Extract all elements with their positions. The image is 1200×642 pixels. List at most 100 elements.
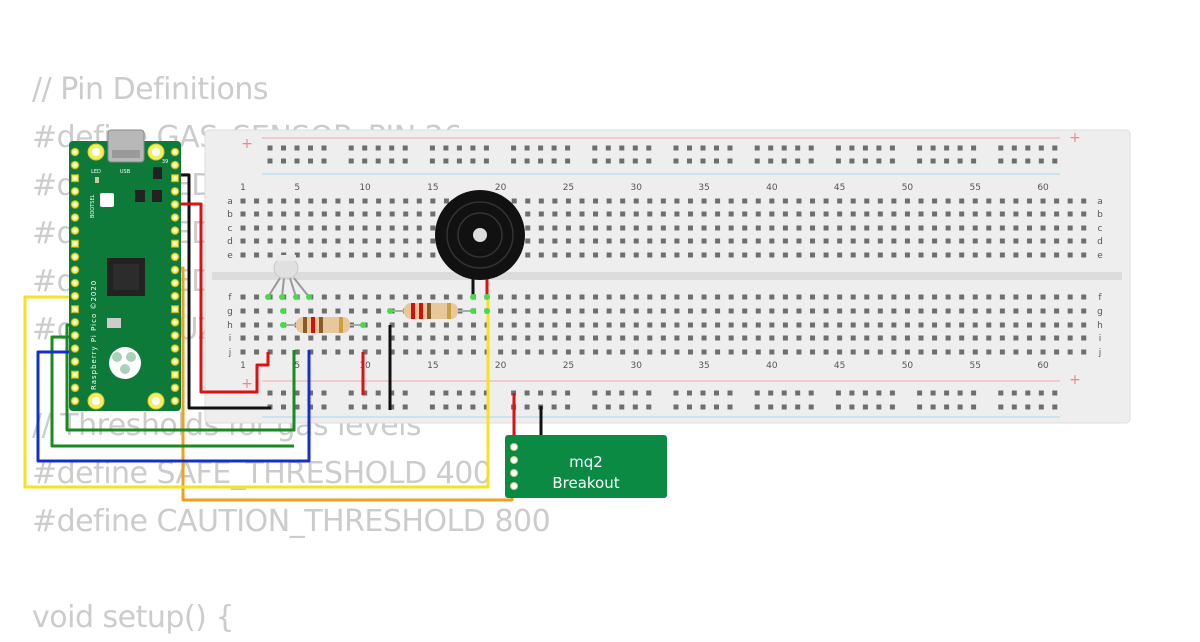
breadboard-hole: [687, 211, 693, 217]
breadboard-hole: [850, 294, 856, 300]
breadboard-hole: [986, 308, 992, 314]
rail-hole: [971, 390, 977, 396]
wire-blue-led: [36, 350, 311, 463]
highlight-dot: [470, 294, 476, 300]
breadboard-hole: [348, 252, 354, 258]
breadboard-hole: [362, 294, 368, 300]
breadboard-hole: [633, 308, 639, 314]
breadboard-hole: [1067, 349, 1073, 355]
breadboard-hole: [986, 335, 992, 341]
column-label-bottom: 10: [359, 361, 371, 371]
breadboard-hole: [254, 211, 260, 217]
breadboard-hole: [240, 238, 246, 244]
highlight-dot: [387, 308, 393, 314]
rail-hole: [348, 404, 354, 410]
rail-hole: [781, 390, 787, 396]
breadboard-hole: [728, 294, 734, 300]
breadboard-hole: [430, 349, 436, 355]
breadboard-hole: [1040, 211, 1046, 217]
breadboard-hole: [742, 238, 748, 244]
rail-hole: [768, 145, 774, 151]
breadboard-hole: [267, 349, 273, 355]
pico-pin-hole: [73, 320, 77, 324]
rail-hole: [754, 404, 760, 410]
pico-mount-hole-center: [92, 148, 100, 156]
breadboard-hole: [810, 335, 816, 341]
rail-hole: [443, 145, 449, 151]
column-label-top: 25: [563, 183, 574, 193]
rail-hole: [849, 404, 855, 410]
breadboard-hole: [1026, 308, 1032, 314]
breadboard-hole: [1026, 322, 1032, 328]
pico-pin-hole: [73, 268, 77, 272]
breadboard-hole: [362, 252, 368, 258]
breadboard-hole: [891, 308, 897, 314]
breadboard-hole: [1081, 322, 1087, 328]
rail-hole: [768, 158, 774, 164]
breadboard-hole: [362, 349, 368, 355]
breadboard-hole: [810, 308, 816, 314]
rail-plus-label: +: [1069, 372, 1081, 388]
column-label-top: 30: [631, 183, 643, 193]
row-label: d: [227, 237, 233, 247]
rail-hole: [605, 145, 611, 151]
breadboard-hole: [674, 238, 680, 244]
breadboard-hole: [538, 225, 544, 231]
rail-hole: [917, 158, 923, 164]
breadboard-hole: [1040, 322, 1046, 328]
breadboard-hole: [416, 335, 422, 341]
breadboard-hole: [498, 294, 504, 300]
breadboard-hole: [321, 225, 327, 231]
row-label: c: [1098, 224, 1103, 234]
breadboard-hole: [904, 238, 910, 244]
breadboard-hole: [877, 211, 883, 217]
rail-hole: [470, 390, 476, 396]
row-label: f: [228, 293, 232, 303]
pico-pin-hole: [173, 242, 177, 246]
breadboard-hole: [687, 252, 693, 258]
rgb-led: [267, 255, 310, 298]
rail-hole: [700, 390, 706, 396]
rail-hole: [402, 145, 408, 151]
breadboard-hole: [769, 294, 775, 300]
breadboard-hole: [823, 349, 829, 355]
breadboard-hole: [362, 225, 368, 231]
rail-hole: [362, 404, 368, 410]
breadboard-hole: [430, 225, 436, 231]
breadboard-hole: [471, 322, 477, 328]
breadboard-hole: [240, 294, 246, 300]
breadboard-hole: [850, 349, 856, 355]
pico-pin-hole: [73, 399, 77, 403]
breadboard-hole: [1081, 294, 1087, 300]
breadboard-hole: [877, 335, 883, 341]
breadboard-hole: [1040, 349, 1046, 355]
breadboard-hole: [1040, 252, 1046, 258]
breadboard-hole: [538, 322, 544, 328]
rail-hole: [781, 404, 787, 410]
breadboard-hole: [620, 335, 626, 341]
rail-hole: [727, 145, 733, 151]
row-label: a: [227, 197, 233, 207]
buzzer-ring: [446, 201, 514, 269]
column-label-bottom: 50: [902, 361, 914, 371]
rail-hole: [592, 404, 598, 410]
breadboard-hole: [281, 349, 287, 355]
code-line: #define SAFE_THRESHOLD 400: [32, 456, 492, 491]
breadboard-hole: [389, 238, 395, 244]
breadboard-hole: [348, 308, 354, 314]
rail-hole: [456, 404, 462, 410]
breadboard-hole: [538, 211, 544, 217]
breadboard-labels: 1155101015152020252530303535404045455050…: [227, 183, 1103, 371]
breadboard-hole: [335, 198, 341, 204]
breadboard-hole: [701, 238, 707, 244]
breadboard-hole: [1054, 335, 1060, 341]
rail-hole: [727, 404, 733, 410]
rail-hole: [889, 158, 895, 164]
pico-pin-hole: [73, 281, 77, 285]
breadboard-hole: [565, 252, 571, 258]
breadboard-hole: [1081, 252, 1087, 258]
rail-hole: [646, 145, 652, 151]
breadboard-hole: [389, 294, 395, 300]
column-label-bottom: 15: [427, 361, 438, 371]
rail-hole: [551, 390, 557, 396]
